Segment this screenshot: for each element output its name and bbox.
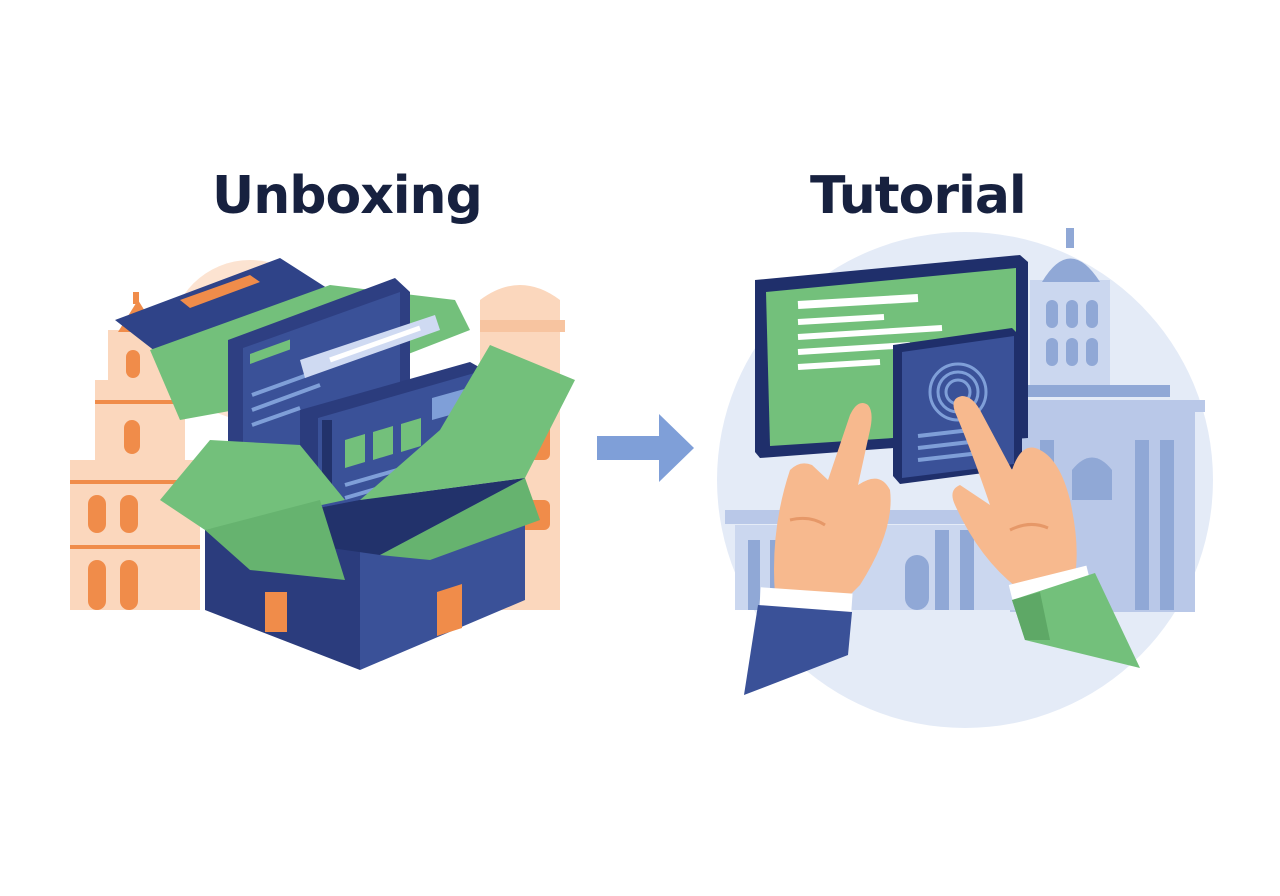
open-box-with-screens-icon — [70, 258, 575, 670]
tutorial-heading: Tutorial — [810, 166, 1027, 226]
right-hand-icon — [952, 396, 1140, 668]
hands-touching-tablet-icon — [717, 228, 1213, 728]
screen-middle-icon — [300, 315, 440, 378]
left-hand-icon — [744, 402, 891, 695]
arrow-right-icon — [597, 414, 694, 482]
unboxing-heading: Unboxing — [212, 166, 483, 226]
